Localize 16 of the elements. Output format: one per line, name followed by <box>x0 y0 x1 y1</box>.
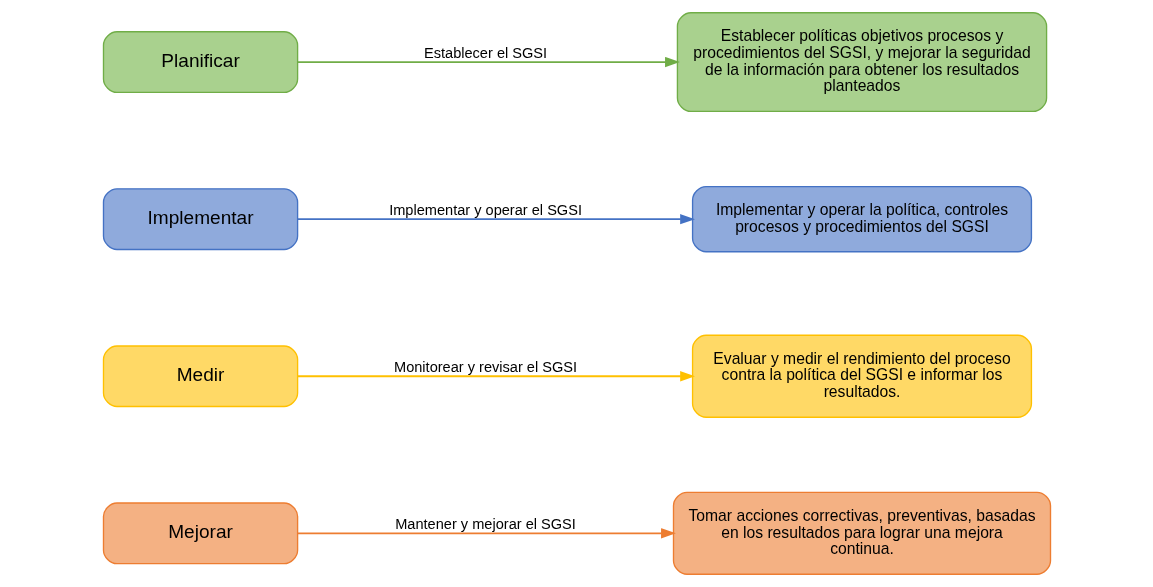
arrow <box>296 56 680 68</box>
edge-label: Implementar y operar el SGSI <box>388 202 582 219</box>
edge-label: Establecer el SGSI <box>423 45 547 62</box>
edge-label: Mantener y mejorar el SGSI <box>394 516 576 533</box>
node-box: Implementar <box>102 188 298 251</box>
arrow <box>296 528 676 539</box>
node-box: Tomar acciones correctivas, preventivas, basadas en los resultados para lograr una mejora continua. <box>672 491 1051 575</box>
node-box: Mejorar <box>102 502 298 565</box>
node-box: Implementar y operar la política, controles procesos y procedimientos del SGSI <box>691 185 1032 253</box>
arrow <box>296 371 695 382</box>
node-box: Evaluar y medir el rendimiento del proceso contra la política del SGSI e informar los resultados. <box>691 334 1032 418</box>
arrow <box>296 213 695 225</box>
edge-label: Monitorear y revisar el SGSI <box>393 359 577 376</box>
node-box: Establecer políticas objetivos procesos y procedimientos del SGSI, y mejorar la seguridad de la información para obtener los resultados planteados <box>676 12 1047 113</box>
node-box: Medir <box>102 345 298 408</box>
node-box: Planificar <box>102 31 298 94</box>
